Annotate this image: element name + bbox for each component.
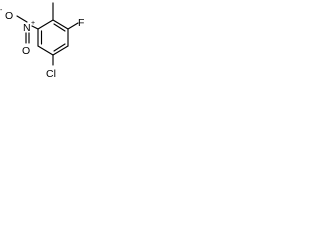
oxygen-double-label: O	[22, 45, 30, 57]
oxygen-label: O	[5, 10, 13, 22]
ring-double-bond-top-right	[53, 23, 66, 32]
fluorine-label: F	[78, 17, 84, 29]
nitrogen-charge: +	[31, 20, 35, 27]
nitro-bond	[31, 25, 39, 30]
oxygen-charge: -	[0, 7, 3, 14]
nitrogen-label: N	[23, 22, 31, 34]
ring-bond-bottom-right	[52, 45, 69, 56]
ring-double-bond-bottom-right	[53, 43, 66, 52]
fluoro-bond	[67, 22, 79, 30]
nitro-n-o-single-bond	[16, 15, 28, 23]
chemical-structure: F Cl N + O - O	[0, 2, 84, 80]
ring-bond-bottom-left	[37, 45, 54, 56]
ring-bond-top-right	[52, 19, 69, 30]
chlorine-label: Cl	[46, 68, 56, 80]
ring-bond-top-left	[37, 19, 54, 30]
